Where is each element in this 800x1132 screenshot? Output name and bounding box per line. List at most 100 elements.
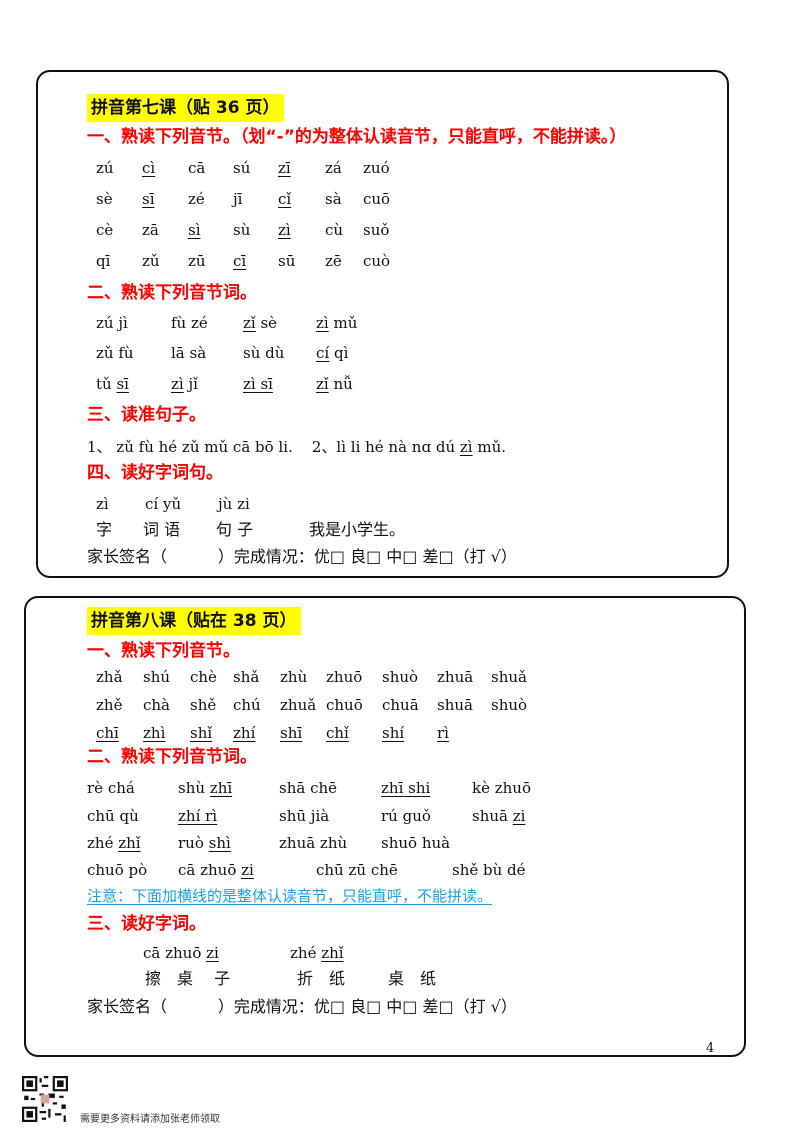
syllable: shuò [382, 668, 419, 686]
lesson-8-section-2-heading: 二、熟读下列音节词。 [87, 747, 257, 767]
syllable: zi [241, 861, 254, 879]
syllable: shě bù dé [452, 861, 526, 879]
syllable: tǔ [96, 375, 112, 393]
lesson-8-section-3-heading: 三、读好字词。 [87, 914, 206, 934]
pinyin-word: cí yǔ [145, 495, 182, 513]
syllable-word: fù zé [171, 313, 208, 333]
syllable: zá [325, 159, 342, 177]
lesson-8-section-1-heading: 一、熟读下列音节。 [87, 641, 240, 661]
hanzi-word: 字 [96, 520, 113, 539]
syllable: shǎ [233, 668, 260, 686]
syllable: shuā [437, 696, 473, 714]
pinyin-word: jù zi [218, 495, 250, 513]
syllable: zhuō [326, 668, 363, 686]
lesson-8-box [24, 596, 746, 1057]
lesson-7-title: 拼音第七课（贴 36 页） [87, 94, 284, 122]
syllable: zì [316, 314, 329, 332]
syllable: cì [142, 159, 156, 177]
syllable: zì sī [243, 375, 273, 393]
syllable-word: zì sī [243, 374, 273, 394]
syllable-word: zǐ sè [243, 313, 277, 333]
hanzi-word: 擦 桌 子 [145, 969, 231, 988]
syllable: zhì [143, 724, 166, 742]
syllable: cuò [363, 252, 391, 270]
syllable: cā [188, 159, 206, 177]
footer-text: 需要更多资料请添加张老师领取 [80, 1114, 220, 1125]
syllable: shuò [491, 696, 528, 714]
syllable: chuā [382, 696, 419, 714]
syllable: zhí [233, 724, 256, 742]
syllable-word: chū qù [87, 806, 139, 826]
syllable-word: zì jǐ [171, 374, 198, 394]
syllable: mǔ [333, 314, 358, 332]
syllable: zhě [96, 696, 123, 714]
syllable: cī [233, 252, 247, 270]
syllable: zī [278, 159, 291, 177]
syllable: zhuā [437, 668, 474, 686]
syllable: shī [280, 724, 303, 742]
syllable: zé [191, 314, 208, 332]
qr-code-image [22, 1076, 68, 1122]
syllable: zhǐ [118, 834, 141, 852]
syllable: zé [188, 190, 205, 208]
syllable: zú [96, 314, 114, 332]
syllable: fù [171, 314, 187, 332]
syllable: shǐ [190, 724, 213, 742]
syllable: chū qù [87, 807, 139, 825]
syllable-word: tǔ sī [96, 374, 129, 394]
syllable: ruò [178, 834, 209, 852]
syllable: chú [233, 696, 261, 714]
syllable: sì [188, 221, 201, 239]
syllable-word: cā zhuō zi [178, 860, 254, 880]
syllable: zi [512, 807, 526, 825]
syllable-word: shū jià [279, 806, 329, 826]
lesson-8-title: 拼音第八课（贴在 38 页） [87, 607, 301, 635]
syllable: chuō [326, 696, 363, 714]
syllable: zhí rì [178, 807, 218, 825]
syllable: sè [96, 190, 113, 208]
syllable: zǐ [316, 375, 329, 393]
syllable: zi [206, 944, 219, 962]
syllable: zì [171, 375, 184, 393]
syllable-word: shù zhī [178, 778, 232, 798]
syllable: sī [142, 190, 155, 208]
syllable: cù [325, 221, 344, 239]
syllable: chǐ [326, 724, 349, 742]
syllable-word: zhuā zhù [279, 833, 347, 853]
syllable: cā zhuō [143, 944, 207, 962]
syllable: zhuǎ [280, 696, 317, 714]
syllable-word: zǐ nǚ [316, 374, 353, 394]
syllable-word: cí qì [316, 343, 348, 363]
syllable-word: zhí rì [178, 806, 217, 826]
syllable: zǔ [142, 252, 160, 270]
syllable-word: lā sà [171, 343, 206, 363]
section-1-instruction: （划“-”的为整体认读音节，只能直呼，不能拼读。） [240, 127, 627, 147]
syllable: shuō huà [381, 834, 451, 852]
syllable-word: ruò shì [178, 833, 231, 853]
section-1-label: 一、熟读下列音节。 [87, 127, 240, 147]
syllable: zē [325, 252, 342, 270]
syllable: shú [143, 668, 171, 686]
syllable: zú [96, 159, 114, 177]
syllable: zhǎ [96, 668, 123, 686]
syllable: zì [278, 221, 291, 239]
syllable-word: sù dù [243, 343, 284, 363]
syllable: chuō pò [87, 861, 148, 879]
syllable: qī [96, 252, 111, 270]
syllable-word: zhī shi [381, 778, 430, 798]
syllable: shuā [472, 807, 513, 825]
syllable: chī [96, 724, 119, 742]
syllable-word: shě bù dé [452, 860, 526, 880]
syllable-whole: zì [459, 438, 473, 456]
syllable: kè zhuō [472, 779, 531, 797]
lesson-7-section-4-heading: 四、读好字词句。 [87, 463, 223, 483]
syllable-word: rú guǒ [381, 806, 431, 826]
syllable: jì [118, 314, 128, 332]
syllable: cuō [363, 190, 391, 208]
pinyin-word: zhé zhǐ [290, 943, 344, 963]
syllable: cā zhuō [178, 861, 242, 879]
syllable: shū jià [279, 807, 330, 825]
syllable-word: rè chá [87, 778, 135, 798]
syllable: sù [243, 344, 261, 362]
hanzi-word: 桌 纸 [388, 969, 437, 988]
